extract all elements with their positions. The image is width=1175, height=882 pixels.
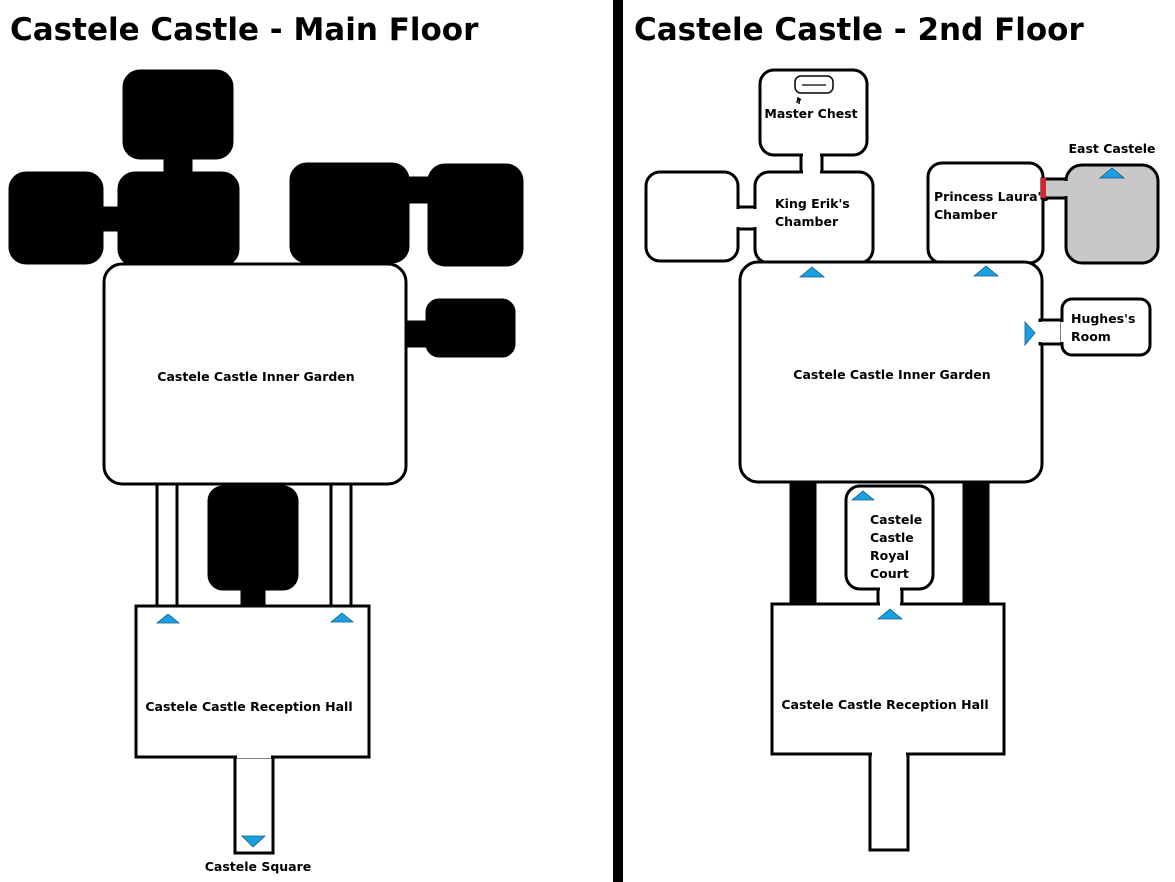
blocked-connector (240, 583, 266, 609)
royal-court-label-3: Royal (870, 548, 909, 563)
main-floor-panel: Castele Castle - Main Floor Castele Cast… (8, 12, 524, 874)
east-castele-area (1064, 163, 1160, 265)
second-floor-title: Castele Castle - 2nd Floor (634, 12, 1084, 48)
hughes-label-1: Hughes's (1071, 311, 1135, 326)
blocked-room-south (207, 485, 299, 591)
locked-door-icon[interactable] (1041, 178, 1046, 198)
east-stairs-up-icon[interactable] (1098, 167, 1126, 179)
main-reception-hall-label: Castele Castle Reception Hall (145, 699, 352, 714)
hughes-opening (1038, 322, 1044, 342)
master-chest-label: Master Chest (764, 106, 857, 121)
chest-opening (803, 170, 820, 175)
treasure-chest-icon[interactable] (794, 75, 834, 105)
royal-court-label-1: Castele (870, 512, 922, 527)
stairs-up-east-icon[interactable] (329, 612, 355, 623)
blocked-room-top (122, 69, 234, 160)
hughes-opening (1061, 322, 1067, 342)
castele-square-label: Castele Square (205, 859, 312, 874)
west-side-room (644, 170, 740, 263)
corridor-west (155, 480, 179, 610)
exit-opening (237, 754, 271, 758)
blocked-room-north-east (289, 162, 410, 264)
royal-court-label-4: Court (870, 566, 909, 581)
blocked-pillar-east (962, 481, 990, 606)
floor-divider (613, 0, 623, 882)
blocked-room-west (8, 171, 104, 265)
royal-court-label-2: Castle (870, 530, 914, 545)
stairs-up-king-icon[interactable] (798, 266, 826, 278)
second-reception-hall-label: Castele Castle Reception Hall (781, 697, 988, 712)
blocked-room-center (117, 171, 240, 267)
royal-court-stairs-icon[interactable] (850, 490, 876, 501)
main-inner-garden-label: Castele Castle Inner Garden (157, 369, 354, 384)
second-floor-panel: Castele Castle - 2nd Floor Master Chest … (634, 12, 1160, 852)
blocked-room-east (425, 298, 516, 358)
royal-court-opening (880, 586, 900, 591)
corridor-east (329, 480, 353, 610)
blocked-pillar-west (789, 481, 817, 606)
exit-down-arrow-icon[interactable] (241, 835, 267, 848)
main-reception-hall-room (134, 604, 371, 759)
royal-court-opening (880, 602, 900, 607)
blocked-room-far-east (427, 163, 524, 267)
king-chamber-label-1: King Erik's (775, 196, 850, 211)
princess-chamber-label-1: Princess Laura's (934, 189, 1049, 204)
main-floor-title: Castele Castle - Main Floor (10, 12, 479, 48)
hughes-room (1060, 297, 1152, 357)
second-inner-garden-label: Castele Castle Inner Garden (793, 367, 990, 382)
king-chamber-label-2: Chamber (775, 214, 839, 229)
stairs-up-west-icon[interactable] (155, 613, 181, 624)
west-opening (736, 209, 757, 227)
hughes-label-2: Room (1071, 329, 1111, 344)
stairs-right-hughes-icon[interactable] (1024, 320, 1036, 347)
second-reception-hall-room (770, 602, 1006, 756)
south-corridor (868, 750, 910, 852)
main-inner-garden-room (102, 262, 408, 486)
south-opening (872, 751, 906, 756)
east-opening (1064, 181, 1070, 196)
chest-opening (803, 153, 820, 157)
reception-stairs-up-icon[interactable] (876, 608, 904, 620)
stairs-up-princess-icon[interactable] (972, 265, 1000, 277)
princess-chamber-label-2: Chamber (934, 207, 998, 222)
second-inner-garden-room (738, 260, 1044, 484)
east-castele-label: East Castele (1068, 141, 1155, 156)
